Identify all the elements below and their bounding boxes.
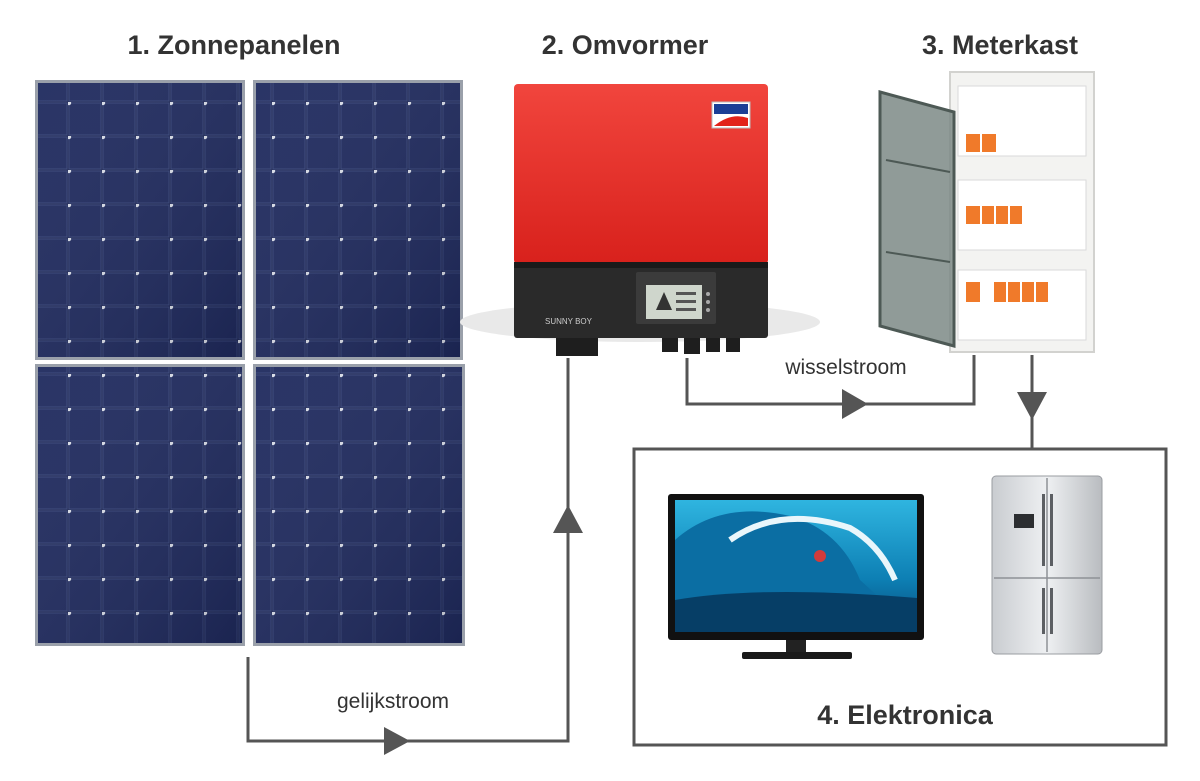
dc-flow-label: gelijkstroom — [336, 690, 450, 713]
ac-arrow-down-icon — [1017, 392, 1047, 420]
ac-arrow-right-icon — [842, 389, 868, 419]
television-illustration — [668, 494, 924, 659]
dc-arrow-up-icon — [553, 505, 583, 533]
electronics-box — [632, 447, 1168, 747]
fridge-illustration — [991, 475, 1103, 655]
inverter-illustration — [460, 84, 820, 356]
panels-title: 1. Zonnepanelen — [127, 30, 341, 60]
dc-arrow-right-icon — [384, 727, 410, 755]
solar-panel-top-left — [35, 80, 245, 360]
meter-title: 3. Meterkast — [921, 30, 1079, 60]
inverter-title: 2. Omvormer — [541, 30, 709, 60]
solar-panel-bottom-right — [253, 364, 465, 646]
electronics-title: 4. Elektronica — [817, 700, 993, 730]
solar-panels — [35, 80, 465, 646]
ac-flow-label: wisselstroom — [785, 356, 907, 379]
sma-logo-icon — [714, 104, 748, 114]
solar-panel-top-right — [253, 80, 463, 360]
inverter-model-label: SUNNY BOY — [545, 317, 593, 326]
meter-cabinet-illustration — [878, 71, 1095, 353]
solar-panel-bottom-left — [35, 364, 245, 646]
